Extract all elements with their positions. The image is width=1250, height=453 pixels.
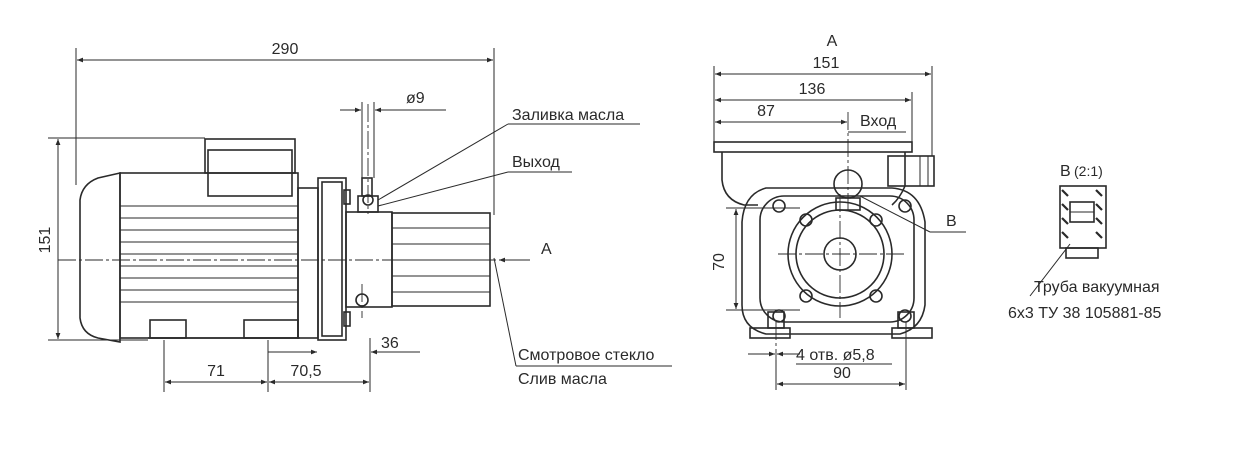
front-view-title: А [827,33,838,50]
front-view: А [711,33,966,390]
dim-foot-to-flange: 70,5 [290,363,321,380]
detail-scale: (2:1) [1074,163,1103,179]
dim-height: 151 [37,227,54,254]
dim-width: 151 [813,55,840,72]
motor-fins [120,205,298,303]
side-view: 290 151 ø9 Заливка масла Выход Смотровое… [37,41,672,392]
dim-port-diameter: ø9 [406,90,425,107]
dim-136: 136 [799,81,826,98]
label-outlet: Выход [512,154,561,171]
detail-title: В [1060,163,1071,180]
dim-hole-spacing: 90 [833,365,851,382]
label-oil-fill: Заливка масла [512,107,624,124]
dim-total-length: 290 [272,41,299,58]
label-inlet: Вход [860,113,897,130]
detail-ref: В [946,213,957,230]
dim-height-70: 70 [711,253,728,271]
view-arrow-label: А [541,241,552,258]
label-oil-drain: Слив масла [518,371,607,388]
dim-foot-spacing: 71 [207,363,225,380]
label-sight-glass: Смотровое стекло [518,347,655,364]
detail-label-line1: Труба вакуумная [1034,279,1160,296]
dim-holes: 4 отв. ø5,8 [796,347,875,364]
detail-b: В (2:1) Труба вакуумная 6х3 ТУ 38 105881… [1008,163,1161,322]
dim-87: 87 [757,103,775,120]
detail-label-line2: 6х3 ТУ 38 105881-85 [1008,305,1161,322]
dim-flange: 36 [381,335,399,352]
